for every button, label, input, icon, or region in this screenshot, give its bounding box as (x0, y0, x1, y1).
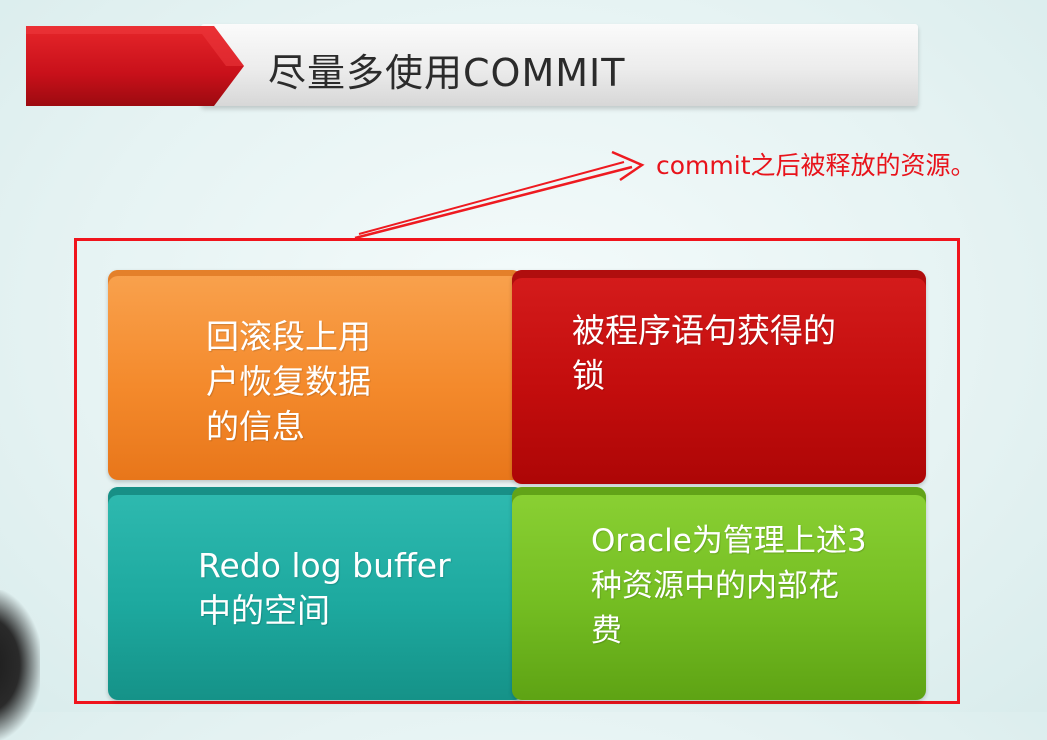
tile-line: 锁 (572, 356, 605, 395)
tile-line: Redo log buffer (198, 546, 451, 585)
tile-line: 种资源中的内部花 (591, 568, 839, 604)
highlight-box (74, 238, 960, 704)
slide-title: 尽量多使用COMMIT (268, 51, 626, 95)
tile-redo-log-buffer: Redo log buffer 中的空间 (108, 487, 524, 700)
tile-line: 费 (591, 613, 622, 649)
title-bar (201, 24, 918, 106)
tile-rollback-segment-text: 回滚段上用 户恢复数据 的信息 (206, 314, 371, 449)
tile-internal-overhead: Oracle为管理上述3 种资源中的内部花 费 (512, 487, 926, 700)
tile-locks: 被程序语句获得的 锁 (512, 270, 926, 484)
tile-internal-overhead-text: Oracle为管理上述3 种资源中的内部花 费 (591, 519, 867, 654)
tile-line: 的信息 (206, 407, 305, 446)
title-banner: 尽量多使用COMMIT (26, 20, 918, 110)
title-arrow-shape (26, 26, 244, 106)
tile-rollback-segment: 回滚段上用 户恢复数据 的信息 (108, 270, 522, 480)
tile-redo-log-buffer-text: Redo log buffer 中的空间 (198, 543, 451, 633)
corner-shadow (0, 590, 40, 740)
tile-line: 中的空间 (198, 591, 330, 630)
annotation-note: commit之后被释放的资源。 (656, 151, 976, 180)
tile-line: 户恢复数据 (206, 362, 371, 401)
tile-line: 被程序语句获得的 (572, 311, 836, 350)
tile-locks-text: 被程序语句获得的 锁 (572, 308, 836, 398)
tile-line: 回滚段上用 (206, 317, 371, 356)
tile-line: Oracle为管理上述3 (591, 523, 867, 559)
